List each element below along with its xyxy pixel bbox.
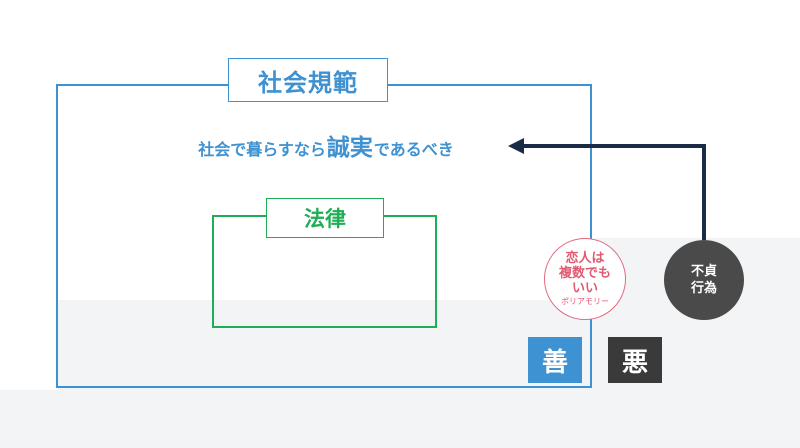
affair-line1: 不貞 — [690, 264, 717, 279]
evil-tag-text: 悪 — [621, 347, 648, 378]
good-tag-text: 善 — [541, 347, 568, 378]
arrow-line — [522, 144, 706, 240]
background-band-middle — [58, 300, 800, 392]
polyamory-line3: いい — [571, 281, 598, 296]
evil-tag: 悪 — [608, 337, 662, 383]
background-band-lower — [0, 390, 800, 448]
arrow-head — [508, 138, 524, 154]
polyamory-line2: 複数でも — [558, 266, 611, 281]
law-label-text: 法律 — [304, 207, 346, 231]
norm-sentence-prefix: 社会で暮らすなら — [198, 140, 326, 159]
law-label: 法律 — [266, 198, 384, 238]
norm-sentence-emphasis: 誠実 — [326, 135, 373, 161]
good-tag: 善 — [528, 337, 582, 383]
affair-circle: 不貞 行為 — [664, 240, 744, 320]
social-norms-label-text: 社会規範 — [258, 68, 358, 97]
affair-line2: 行為 — [690, 281, 717, 296]
polyamory-line4: ポリアモリー — [561, 297, 609, 306]
norm-sentence: 社会で暮らすなら 誠実 であるべき — [156, 128, 496, 164]
norm-sentence-suffix: であるべき — [373, 140, 454, 159]
social-norms-label: 社会規範 — [228, 58, 388, 102]
polyamory-line1: 恋人は — [565, 251, 605, 266]
polyamory-circle: 恋人は 複数でも いい ポリアモリー — [544, 238, 626, 320]
